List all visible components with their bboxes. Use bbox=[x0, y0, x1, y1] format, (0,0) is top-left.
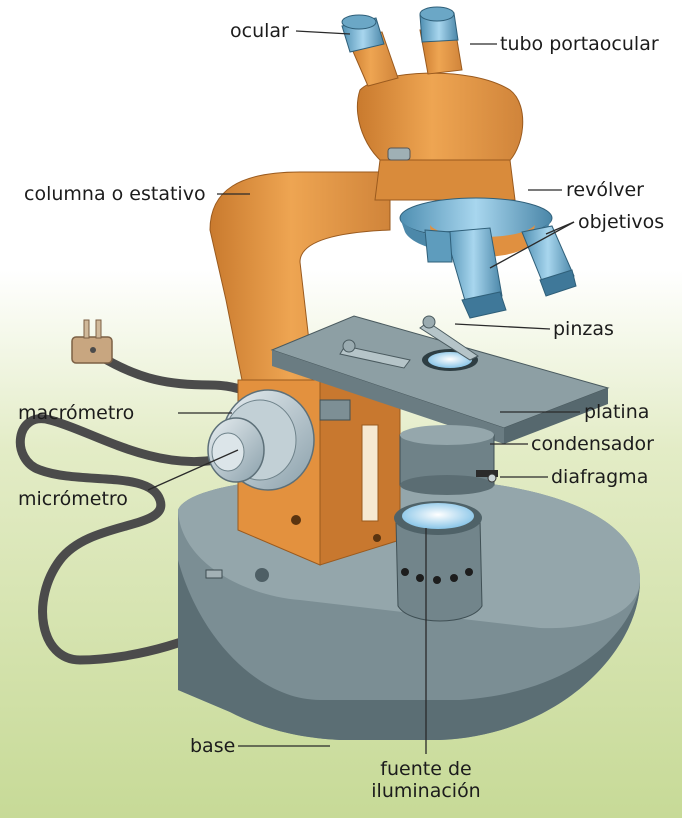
label-fuente-line-2: iluminación bbox=[356, 780, 496, 802]
label-platina: platina bbox=[584, 401, 649, 423]
label-ocular: ocular bbox=[230, 20, 289, 42]
label-micrometro: micrómetro bbox=[18, 488, 128, 510]
label-diafragma: diafragma bbox=[551, 466, 648, 488]
label-pinzas: pinzas bbox=[553, 318, 614, 340]
label-columna-o-estativo: columna o estativo bbox=[24, 183, 206, 205]
label-fuente-de-iluminacion: fuente de iluminación bbox=[356, 758, 496, 802]
label-tubo-portaocular: tubo portaocular bbox=[500, 33, 659, 55]
label-revolver: revólver bbox=[566, 179, 644, 201]
label-macrometro: macrómetro bbox=[18, 402, 134, 424]
illuminator bbox=[394, 501, 482, 621]
label-fuente-line-1: fuente de bbox=[356, 758, 496, 780]
label-base: base bbox=[190, 735, 235, 757]
label-objetivos: objetivos bbox=[578, 211, 664, 233]
label-condensador: condensador bbox=[531, 433, 654, 455]
